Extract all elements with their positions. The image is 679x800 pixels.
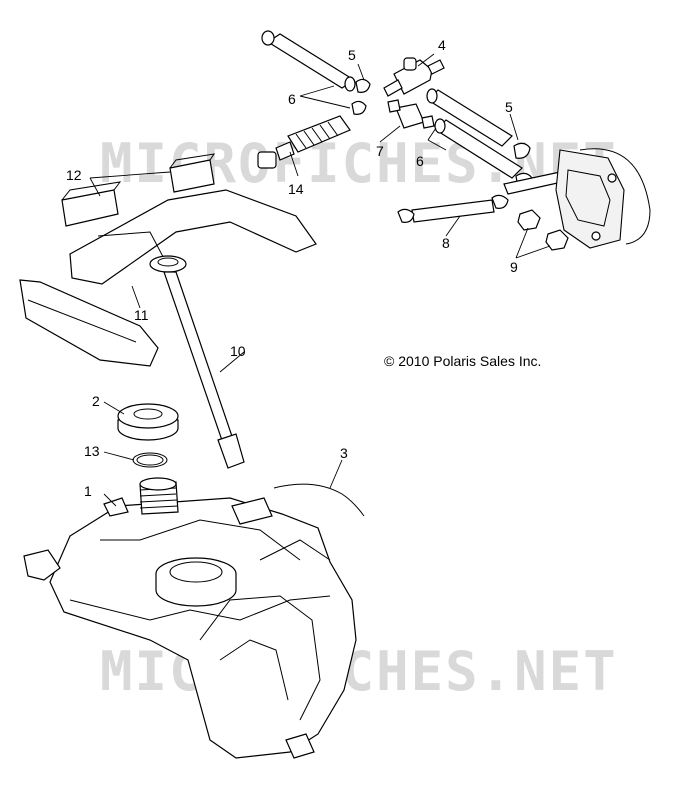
- corrugated-hose-14: [257, 115, 351, 169]
- fuel-valve-4: [383, 57, 445, 97]
- support-rack-11: [19, 189, 317, 367]
- callout-1: 1: [84, 483, 92, 499]
- foam-pads-12: [61, 153, 216, 227]
- callout-2: 2: [92, 393, 100, 409]
- throttle-body: [555, 148, 651, 249]
- callout-6a: 6: [288, 91, 296, 107]
- callout-11: 11: [134, 307, 149, 323]
- callout-4: 4: [438, 37, 446, 53]
- callout-13: 13: [84, 443, 100, 459]
- callout-7: 7: [376, 143, 384, 159]
- callout-3: 3: [340, 445, 348, 461]
- callout-5a: 5: [348, 47, 356, 63]
- copyright-text: © 2010 Polaris Sales Inc.: [384, 353, 541, 369]
- callout-8: 8: [442, 235, 450, 251]
- callout-12: 12: [66, 167, 82, 183]
- leader-lines: [89, 53, 551, 507]
- hose-8: [397, 171, 563, 223]
- callout-9: 9: [510, 259, 518, 275]
- callout-6b: 6: [416, 153, 424, 169]
- fitting-7: [387, 99, 435, 129]
- hose-upper-left: [261, 30, 371, 115]
- callouts: 1 2 3 4 5 5 6 6 7 8 9 10 11 12 13 14: [66, 37, 518, 499]
- nuts-9: [517, 209, 569, 251]
- fuel-cap-2: [117, 403, 179, 441]
- fuel-tank-1: [23, 477, 357, 759]
- callout-5b: 5: [505, 99, 513, 115]
- seal-13: [132, 452, 168, 468]
- callout-14: 14: [288, 181, 304, 197]
- callout-10: 10: [230, 343, 246, 359]
- vent-line-3: [273, 483, 365, 517]
- fuel-sender-10: [149, 255, 245, 469]
